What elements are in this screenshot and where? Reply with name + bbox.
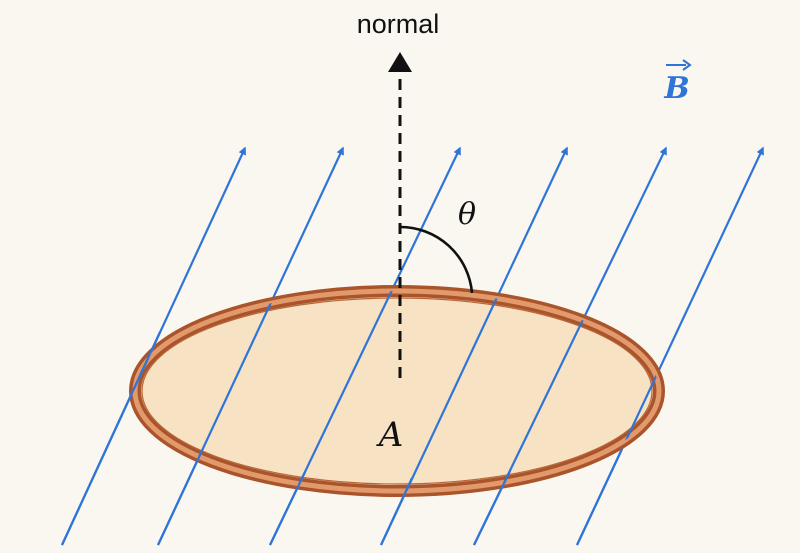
loop-wire-highlight (132, 288, 662, 494)
current-loop (129, 285, 665, 497)
field-line-segment (473, 470, 511, 546)
field-line-segment (157, 454, 201, 546)
loop-area-fill (135, 291, 659, 491)
field-line-segment (61, 331, 161, 546)
normal-label: normal (357, 9, 440, 39)
angle-label: θ (458, 197, 476, 232)
field-line-segment (576, 448, 623, 546)
vector-arrow-icon (666, 59, 692, 71)
angle-arc (399, 225, 474, 294)
field-label-group: B (663, 59, 692, 106)
field-label: B (663, 71, 689, 106)
field-line-segment (269, 471, 306, 546)
field-line-segment (380, 477, 413, 546)
area-label: A (376, 415, 404, 455)
field-lines-front (61, 331, 623, 546)
loop-wire-inner-edge (141, 297, 653, 485)
